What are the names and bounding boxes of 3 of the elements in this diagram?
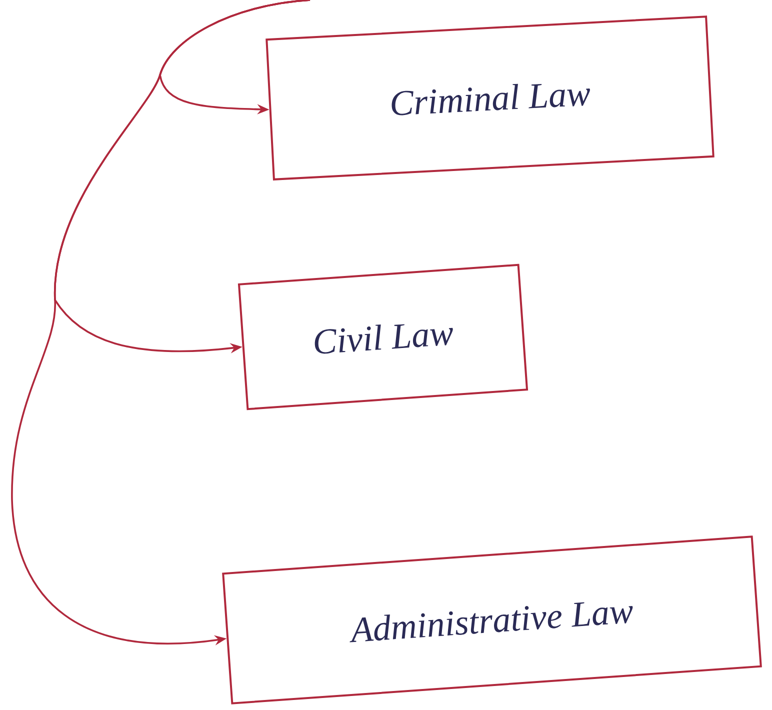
- law-box: Administrative Law: [222, 536, 762, 704]
- law-box: Civil Law: [238, 264, 528, 410]
- law-box: Criminal Law: [266, 16, 714, 180]
